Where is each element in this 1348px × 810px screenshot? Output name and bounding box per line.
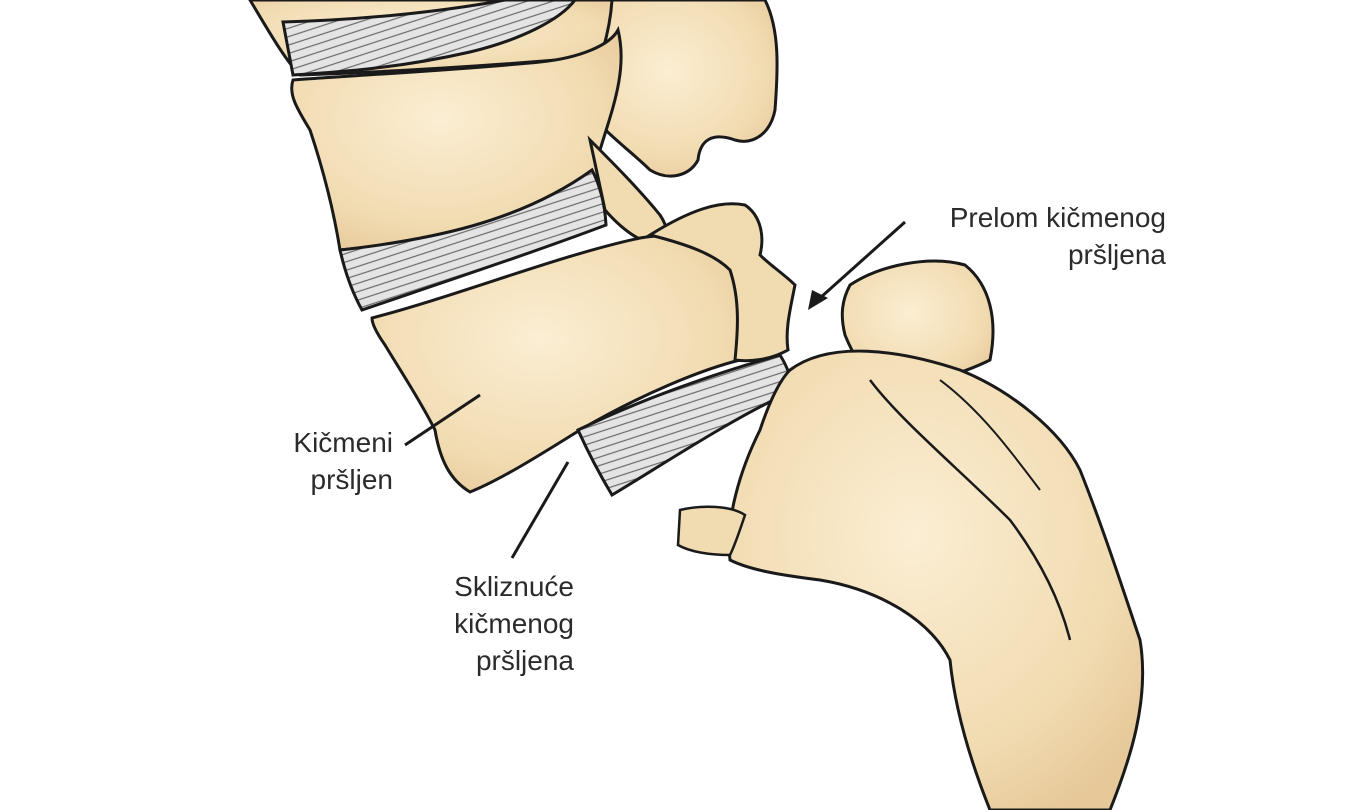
label-vertebra: Kičmeni pršljen	[293, 424, 393, 498]
label-slip: Skliznuće kičmenog pršljena	[454, 568, 574, 679]
label-fracture-line-2: pršljena	[1067, 239, 1166, 270]
label-fracture-line-1: Prelom kičmenog	[949, 202, 1166, 233]
disc-2	[338, 167, 608, 312]
vertebra-labelled	[370, 202, 797, 494]
arrowhead-fracture	[808, 290, 828, 310]
label-slip-line-2: kičmenog	[454, 608, 574, 639]
label-slip-line-1: Skliznuće	[454, 571, 574, 602]
disc-top	[281, 0, 577, 77]
label-fracture: Prelom kičmenog pršljena	[950, 199, 1166, 273]
vertebra-2	[290, 25, 668, 252]
sacrum	[676, 349, 1145, 810]
label-slip-line-3: pršljena	[475, 645, 574, 676]
label-vertebra-line-2: pršljen	[310, 464, 393, 495]
leader-fracture	[819, 220, 906, 300]
label-vertebra-line-1: Kičmeni	[293, 427, 393, 458]
leader-lines	[404, 220, 906, 559]
leader-slip	[510, 461, 570, 559]
leader-vertebra	[404, 393, 481, 447]
